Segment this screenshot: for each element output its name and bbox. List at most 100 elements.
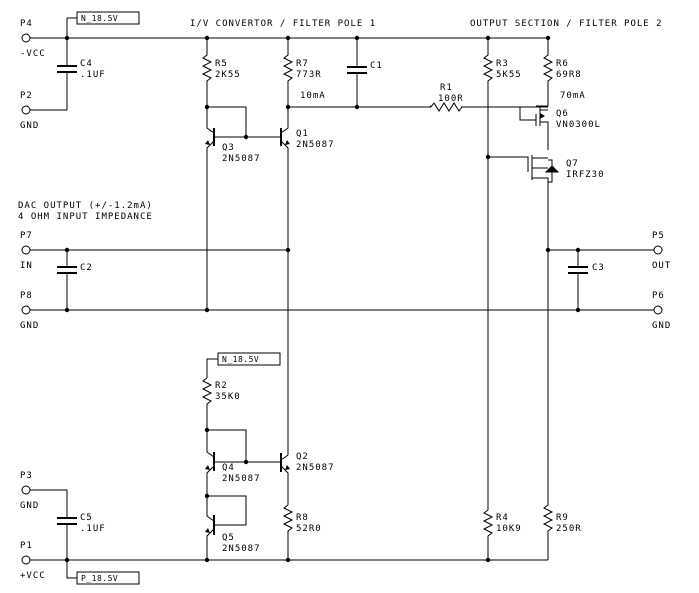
junction-r4-bottom xyxy=(485,557,491,563)
c4-value: .1UF xyxy=(80,70,106,80)
p7-pin xyxy=(21,245,31,255)
q7-diode-lead xyxy=(546,159,558,183)
p1-ref: P1 xyxy=(20,541,33,551)
q3-base-tie xyxy=(207,106,247,137)
q1-emitter xyxy=(280,140,289,455)
bottom-rail-label-lead xyxy=(66,560,77,579)
output-section-header: OUTPUT SECTION / FILTER POLE 2 xyxy=(470,19,663,29)
junction-input-node xyxy=(285,247,291,253)
dac-note-line1: DAC OUTPUT (+/-1.2mA) xyxy=(18,201,153,211)
r8-value: 52R0 xyxy=(296,524,322,534)
c4-wire xyxy=(30,38,68,111)
q3-ref: Q3 xyxy=(222,143,235,153)
p6-ref: P6 xyxy=(652,291,665,301)
q2-part: 2N5087 xyxy=(296,463,335,473)
mid-rail-lead xyxy=(206,358,218,378)
p5-label: OUT xyxy=(652,261,671,271)
c5-wire xyxy=(30,489,68,560)
r7-value: 773R xyxy=(296,70,322,80)
p2-ref: P2 xyxy=(20,91,33,101)
q3-emitter xyxy=(206,140,215,310)
r3-ref: R3 xyxy=(496,59,509,69)
q6-mosfet xyxy=(535,105,549,150)
p8-label: GND xyxy=(20,321,39,331)
dac-note-line2: 4 OHM INPUT IMPEDANCE xyxy=(18,212,153,222)
top-rail-label: N_18.5V xyxy=(81,14,118,23)
p3-ref: P3 xyxy=(20,471,33,481)
p3-label: GND xyxy=(20,501,39,511)
r6-ref: R6 xyxy=(556,59,569,69)
r9-ref: R9 xyxy=(556,513,569,523)
q1-emitter-arrow xyxy=(285,140,290,145)
r2-resistor xyxy=(201,377,213,430)
q7-ref: Q7 xyxy=(566,159,579,169)
p8-ref: P8 xyxy=(20,291,33,301)
q2-ref: Q2 xyxy=(296,452,309,462)
r7-ref: R7 xyxy=(296,59,309,69)
c1-ref: C1 xyxy=(370,61,383,71)
q6-arrow xyxy=(540,113,545,119)
c4-ref: C4 xyxy=(80,59,93,69)
p5-pin xyxy=(653,245,663,255)
r8-ref: R8 xyxy=(296,513,309,523)
r4-ref: R4 xyxy=(496,513,509,523)
q7-mosfet xyxy=(488,155,549,310)
r8-resistor xyxy=(282,504,294,560)
mid-rail-label: N_18.5V xyxy=(222,355,259,364)
p7-label: IN xyxy=(20,261,33,271)
r1-value: 100R xyxy=(438,94,464,104)
p7-ref: P7 xyxy=(20,231,33,241)
r5-ref: R5 xyxy=(215,59,228,69)
p3-pin xyxy=(21,485,31,495)
c5-ref: C5 xyxy=(80,513,93,523)
p6-pin xyxy=(653,305,663,315)
q1-ref: Q1 xyxy=(296,129,309,139)
c3-plates xyxy=(568,266,588,274)
r1-ref: R1 xyxy=(440,83,453,93)
q5-ref: Q5 xyxy=(222,533,235,543)
r9-resistor xyxy=(542,310,554,560)
p5-ref: P5 xyxy=(652,231,665,241)
p2-label: GND xyxy=(20,121,39,131)
top-rail-label-lead xyxy=(66,17,77,38)
q4-emitter xyxy=(206,465,215,496)
q4-emitter-arrow xyxy=(205,465,210,470)
q5-base-tie xyxy=(207,495,247,526)
q3-collector xyxy=(206,107,215,134)
r9-value: 250R xyxy=(556,524,582,534)
p8-pin xyxy=(21,305,31,315)
p4-label: -VCC xyxy=(20,49,46,59)
c5-value: .1UF xyxy=(80,524,106,534)
p4-ref: P4 xyxy=(20,19,33,29)
bottom-rail-label: P_18.5V xyxy=(81,574,118,583)
q7-part: IRFZ30 xyxy=(566,170,605,180)
q4-base-tie xyxy=(207,429,247,462)
p6-label: GND xyxy=(652,321,671,331)
q5-collector xyxy=(206,496,215,522)
c2-plates xyxy=(57,266,77,274)
q3-emitter-arrow xyxy=(205,140,210,145)
q5-emitter xyxy=(206,528,215,560)
p4-pin xyxy=(21,33,31,43)
q3-part: 2N5087 xyxy=(222,154,261,164)
c2-ref: C2 xyxy=(80,263,93,273)
c3-ref: C3 xyxy=(592,263,605,273)
junction-r8-bottom xyxy=(285,557,291,563)
p1-label: +VCC xyxy=(20,571,46,581)
q5-part: 2N5087 xyxy=(222,544,261,554)
q6-ref: Q6 xyxy=(556,109,569,119)
r5-resistor xyxy=(201,38,213,107)
q2-emitter xyxy=(280,465,289,505)
r7-resistor xyxy=(282,38,294,107)
junction-c1-bottom xyxy=(354,104,360,110)
q4-collector xyxy=(206,430,215,458)
r5-value: 2K55 xyxy=(215,70,241,80)
junction-c4-top xyxy=(64,35,70,41)
iv-section-header: I/V CONVERTOR / FILTER POLE 1 xyxy=(190,19,376,29)
q5-emitter-arrow xyxy=(205,528,210,533)
junction-c2-gnd xyxy=(64,307,70,313)
q6-gate-lead xyxy=(519,107,536,121)
top-rail-label-box xyxy=(76,11,140,25)
